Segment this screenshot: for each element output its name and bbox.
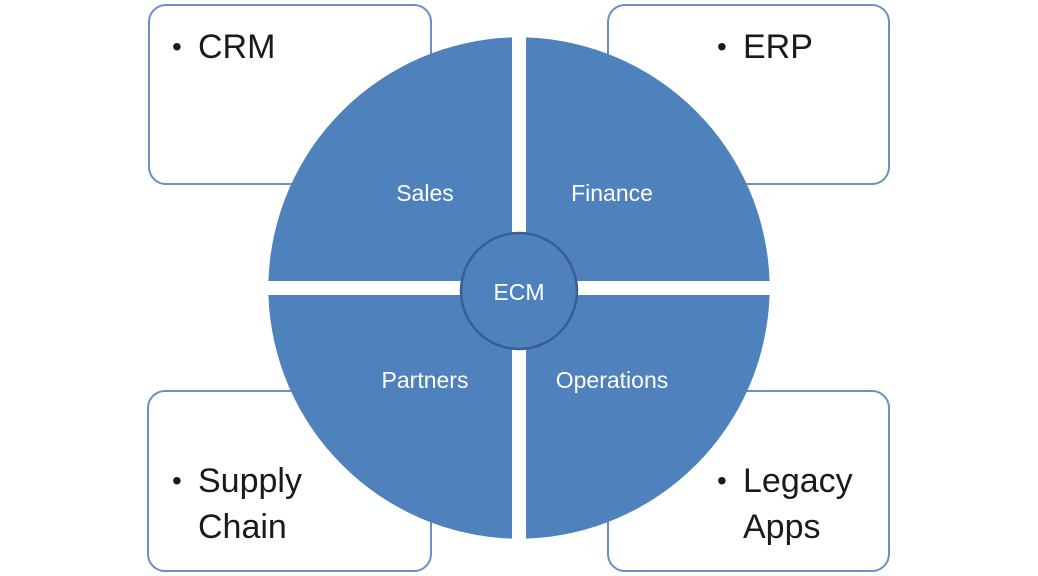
finance-label: Finance (571, 180, 653, 206)
quadrant-sales (268, 37, 512, 282)
erp-label: ERP (743, 28, 813, 66)
crm-item: • CRM (172, 24, 275, 70)
quadrant-finance (526, 37, 770, 282)
bullet-icon: • (172, 31, 182, 62)
ecm-label: ECM (493, 279, 544, 305)
legacy-apps-label-line-1: Legacy (743, 462, 853, 500)
quadrant-partners (268, 295, 512, 539)
ecm-hub (459, 231, 579, 351)
supply-chain-label-line-1: Supply (198, 462, 302, 500)
supply-chain-label-line-2: Chain (198, 508, 287, 546)
crm-label: CRM (198, 28, 276, 66)
legacy-apps-item: • Legacy Apps (717, 458, 853, 550)
partners-label: Partners (382, 367, 469, 393)
bullet-icon: • (717, 465, 727, 496)
erp-item: • ERP (717, 24, 813, 70)
legacy-apps-label-line-2: Apps (743, 508, 821, 546)
supply-chain-item: • Supply Chain (172, 458, 302, 550)
bullet-icon: • (717, 31, 727, 62)
bullet-icon: • (172, 465, 182, 496)
quadrant-operations (526, 295, 770, 539)
operations-label: Operations (556, 367, 669, 393)
sales-label: Sales (396, 180, 454, 206)
